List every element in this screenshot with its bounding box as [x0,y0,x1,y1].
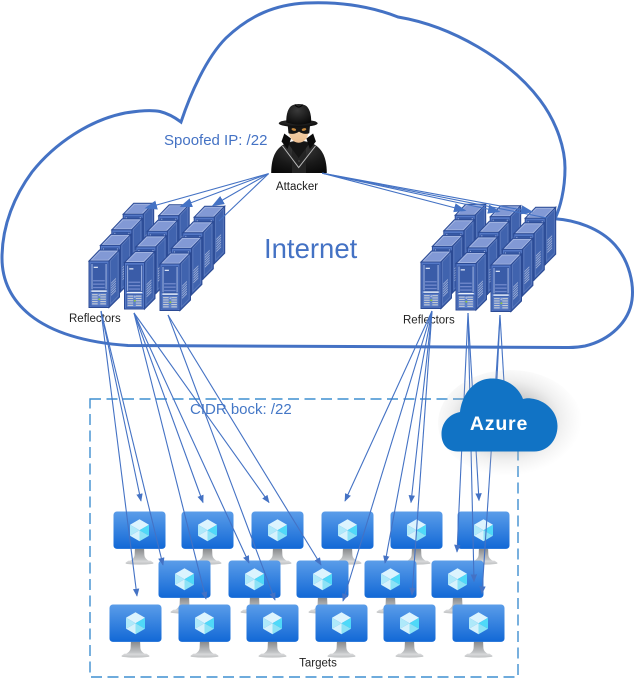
svg-text:CIDR bock: /22: CIDR bock: /22 [190,401,292,418]
svg-text:Targets: Targets [299,658,337,670]
svg-text:Spoofed IP: /22: Spoofed IP: /22 [164,132,267,149]
svg-text:Reflectors: Reflectors [69,313,121,325]
svg-text:Azure: Azure [470,413,528,435]
svg-text:Attacker: Attacker [276,181,318,193]
svg-text:Internet: Internet [264,233,358,264]
